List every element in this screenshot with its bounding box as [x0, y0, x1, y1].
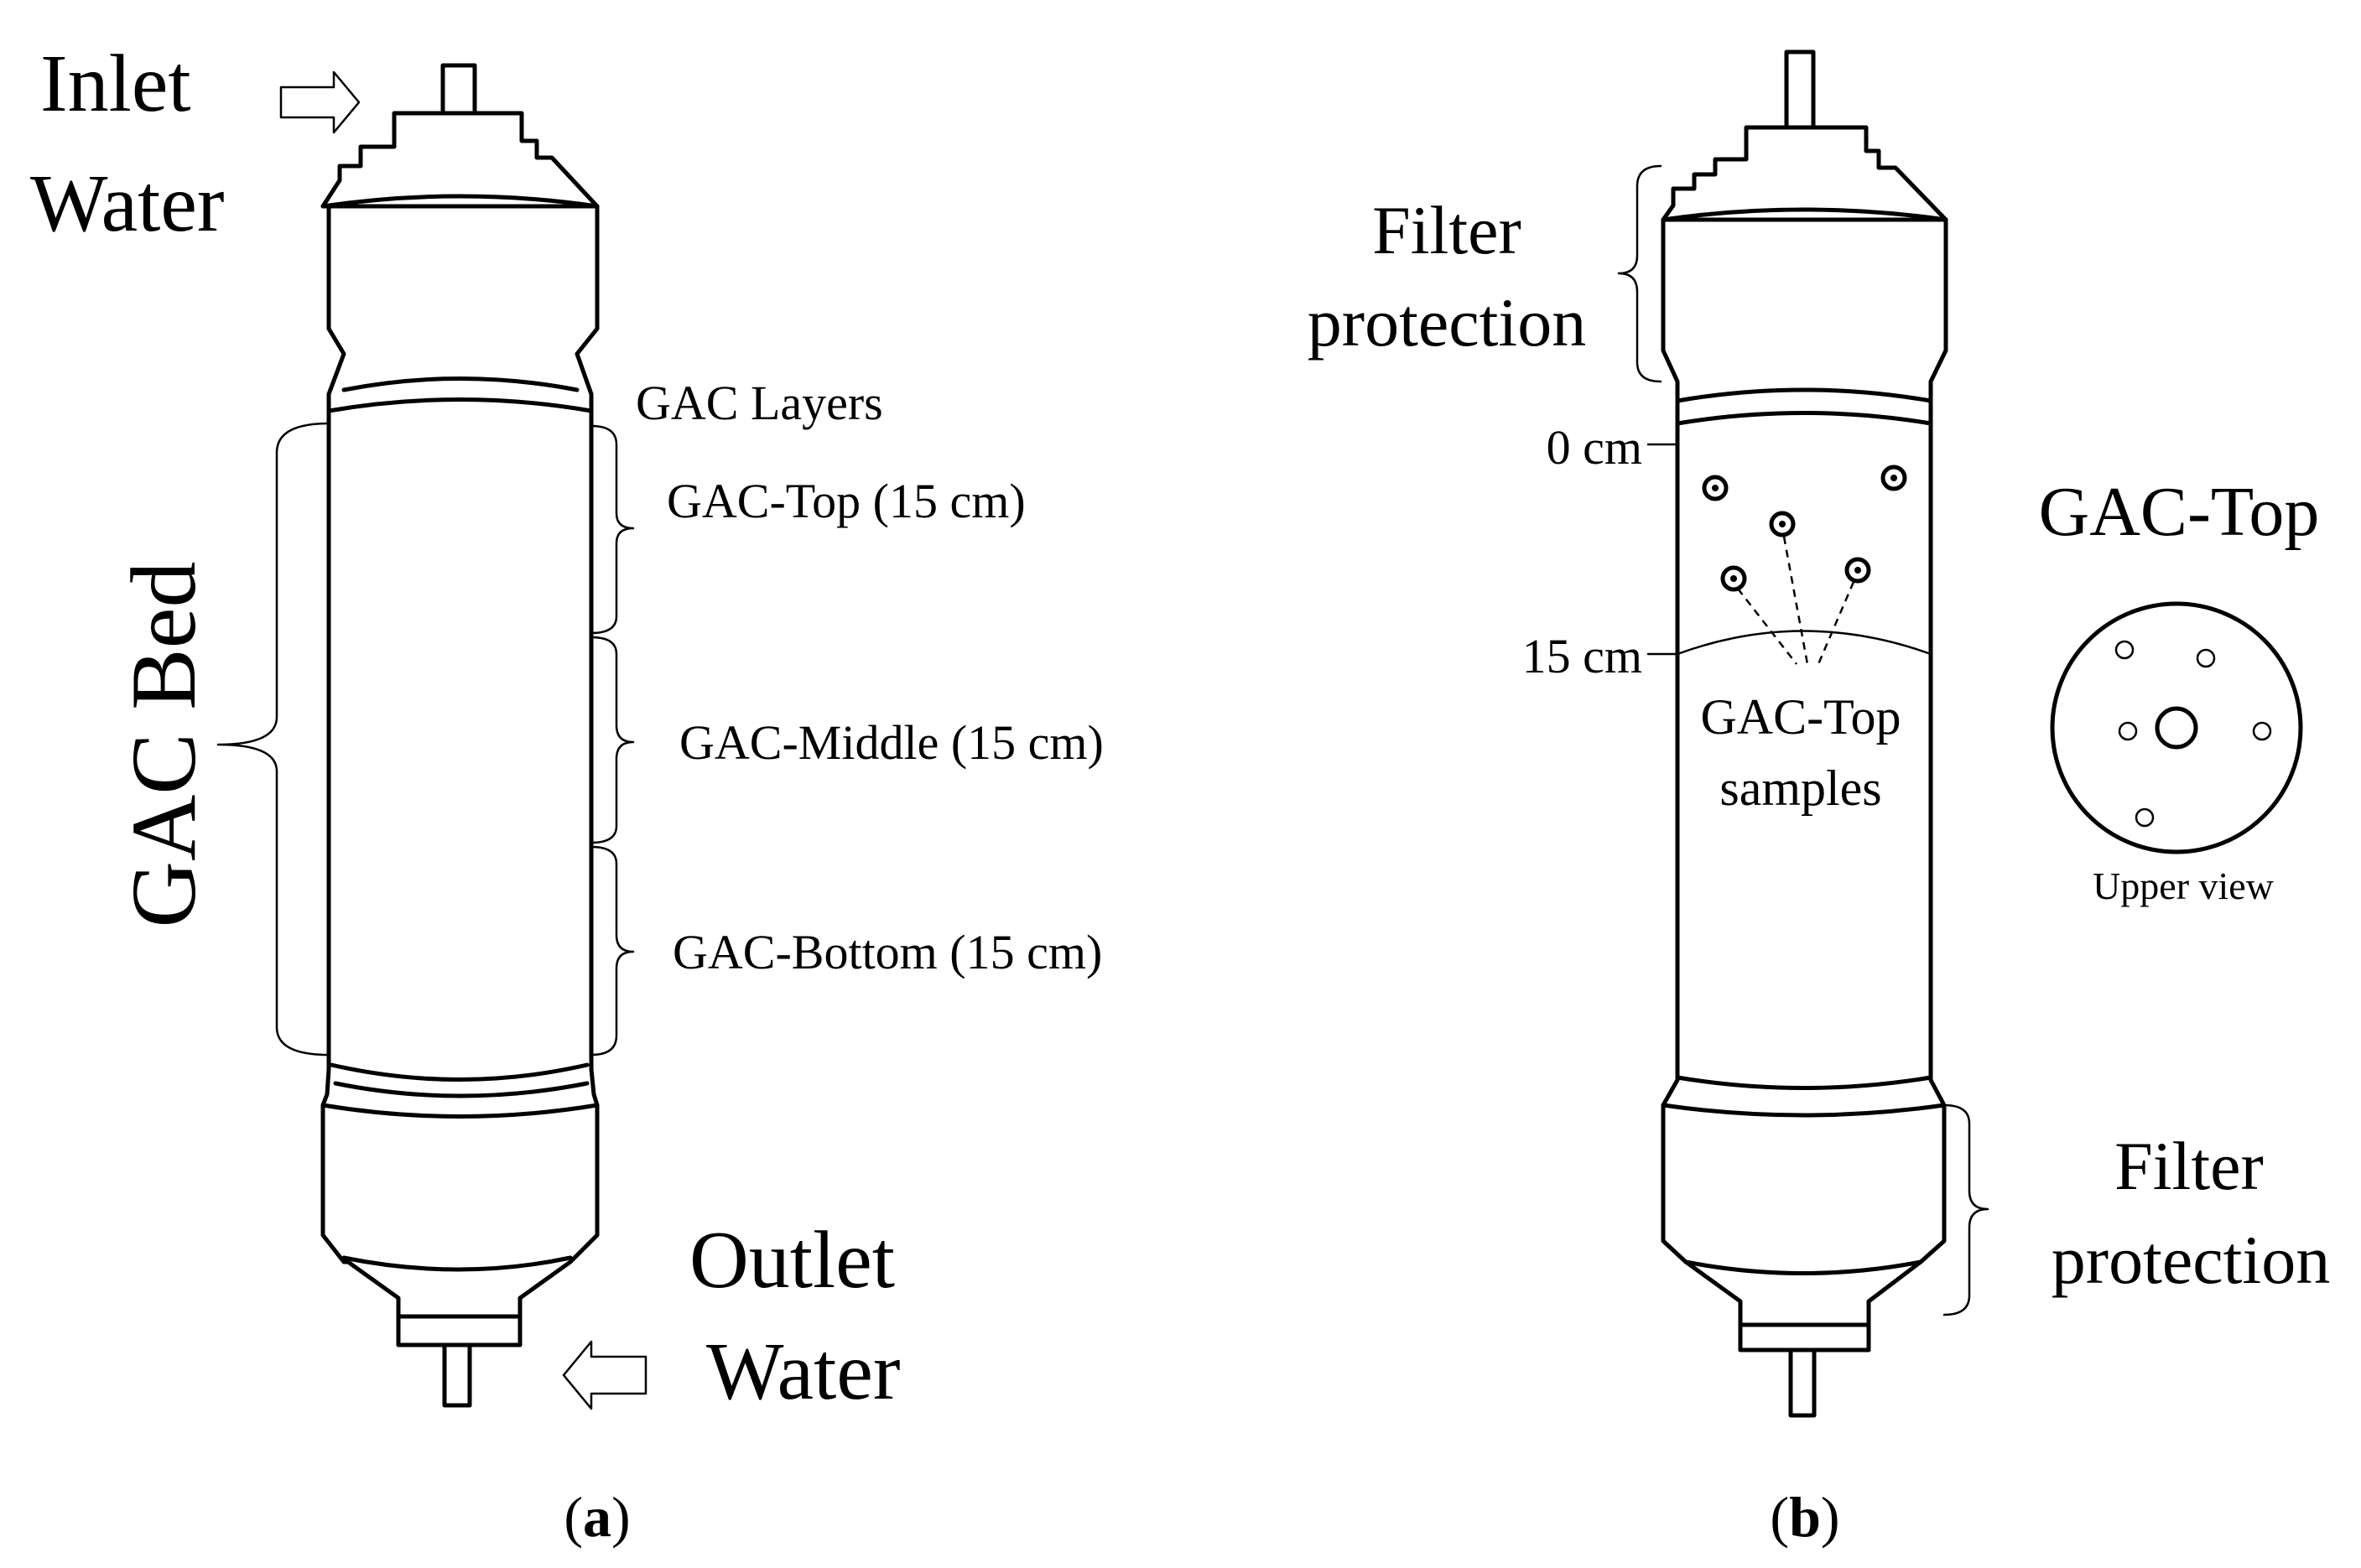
outlet-pipe: [442, 1342, 472, 1408]
inlet-pipe-b: [1784, 49, 1816, 135]
sample-points: [1702, 465, 1907, 592]
gac-bed-brace: [216, 422, 330, 1057]
outlet-label-line2: Water: [706, 1327, 901, 1417]
gac-middle-layer-label: GAC-Middle (15 cm): [679, 715, 1104, 770]
sample-leaders: [1737, 536, 1855, 665]
gac-bed-label: GAC Bed: [112, 562, 215, 928]
depth-mark-15cm: 15 cm: [1522, 629, 1642, 683]
samples-label-line1: GAC-Top: [1700, 689, 1901, 745]
outlet-arrow-icon: [562, 1340, 647, 1410]
caption-a: (a): [564, 1485, 630, 1549]
cartridge-a-top-cap: [320, 111, 600, 209]
inlet-pipe: [440, 63, 477, 120]
gac-top-layer-label: GAC-Top (15 cm): [667, 474, 1026, 528]
upper-view-title: GAC-Top: [2039, 473, 2320, 551]
brace-middle-layer: [590, 636, 635, 844]
gac-bottom-layer-label: GAC-Bottom (15 cm): [673, 925, 1102, 979]
brace-bottom-layer: [590, 845, 635, 1057]
panel-b: Filter protection Filter protection 0 cm…: [1308, 49, 2330, 1549]
filter-protection-top-brace: [1617, 164, 1662, 383]
gac-layers-title: GAC Layers: [636, 376, 883, 430]
filter-protection-bottom-brace: [1942, 1103, 1989, 1316]
outlet-label-line1: Outlet: [689, 1215, 895, 1306]
brace-top-layer: [590, 424, 635, 635]
samples-label-line2: samples: [1719, 761, 1881, 816]
filter-protection-bottom-line2: protection: [2052, 1222, 2330, 1298]
filter-protection-bottom-line1: Filter: [2114, 1128, 2264, 1204]
filter-protection-top-line1: Filter: [1372, 192, 1521, 268]
inlet-arrow-icon: [279, 70, 361, 134]
caption-b: (b): [1770, 1485, 1839, 1549]
inlet-label-line1: Inlet: [40, 39, 191, 129]
depth-mark-0cm: 0 cm: [1547, 420, 1642, 475]
cartridge-a-cap-seam: [320, 194, 600, 209]
panel-a: Inlet Water Outlet Water GAC Bed GAC Lay…: [30, 39, 1104, 1549]
inlet-label-line2: Water: [30, 158, 225, 249]
upper-view-disc: [2050, 601, 2303, 854]
upper-view-caption: Upper view: [2093, 864, 2275, 907]
outlet-pipe-b: [1788, 1347, 1817, 1418]
cartridge-b-top-cap: [1661, 125, 1948, 222]
gac-top-boundary-arc: [1676, 630, 1932, 656]
filter-protection-top-line2: protection: [1308, 284, 1586, 361]
